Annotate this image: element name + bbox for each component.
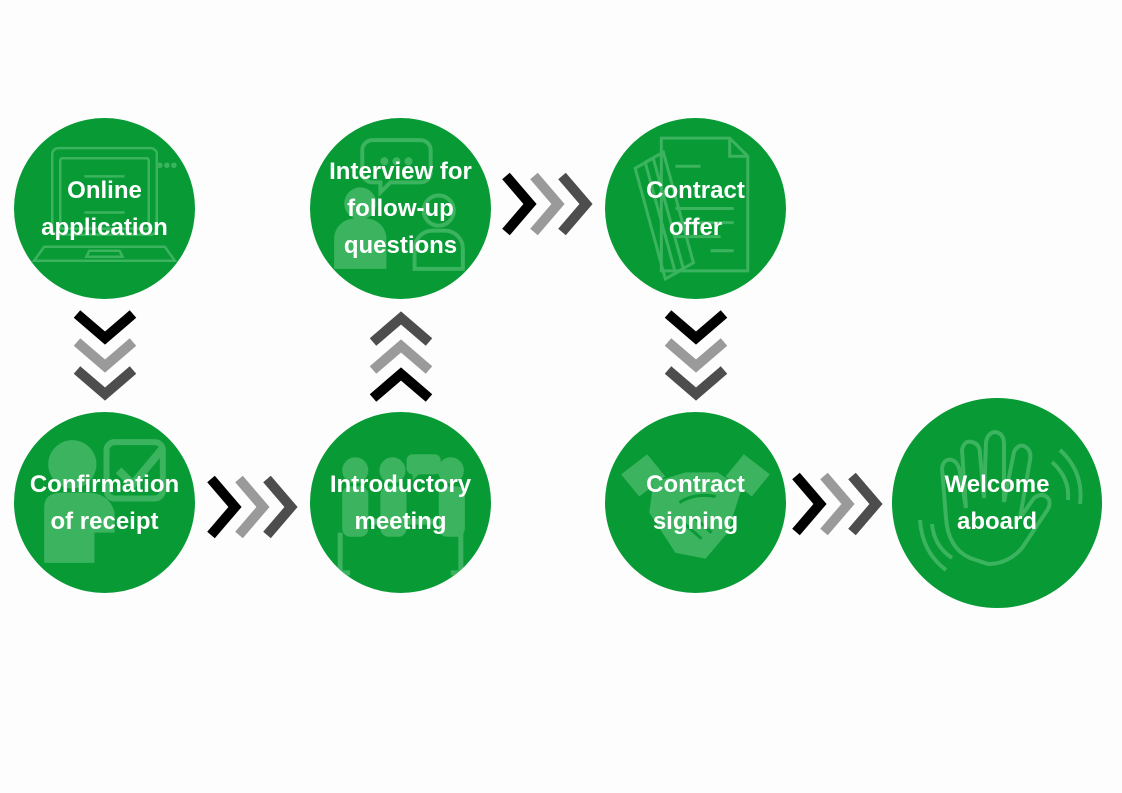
step-label: Contract signing bbox=[646, 470, 745, 535]
step-label: Welcome aboard bbox=[944, 471, 1050, 535]
step-label: Online application bbox=[41, 176, 168, 241]
connector-down-1 bbox=[72, 308, 138, 404]
step-label: Interview for follow-up questions bbox=[329, 158, 472, 259]
step-interview: Interview for follow-up questions bbox=[310, 118, 491, 299]
step-label: Confirmation of receipt bbox=[29, 470, 180, 535]
chevrons-down-icon bbox=[664, 310, 728, 401]
chevrons-down-icon bbox=[73, 310, 137, 401]
laptop-icon bbox=[31, 146, 178, 263]
chevrons-right-icon bbox=[502, 172, 593, 236]
step-contract-offer: Contract offer bbox=[605, 118, 786, 299]
handshake-icon bbox=[621, 454, 770, 559]
chevrons-right-icon bbox=[207, 475, 298, 539]
step-welcome-aboard: Welcome aboard bbox=[892, 398, 1102, 608]
connector-down-2 bbox=[663, 308, 729, 404]
connector-right-1 bbox=[205, 474, 301, 540]
connector-right-2 bbox=[500, 171, 596, 237]
step-online-application: Online application bbox=[14, 118, 195, 299]
step-label: Contract offer bbox=[646, 176, 745, 241]
step-contract-signing: Contract signing bbox=[605, 412, 786, 593]
step-label: Introductory meeting bbox=[329, 470, 472, 535]
connector-up-1 bbox=[368, 308, 434, 404]
meeting-icon bbox=[330, 454, 471, 576]
connector-right-3 bbox=[790, 471, 886, 537]
step-confirmation-of-receipt: Confirmation of receipt bbox=[14, 412, 195, 593]
document-icon bbox=[633, 136, 750, 282]
chat-people-icon bbox=[334, 138, 465, 271]
chevrons-right-icon bbox=[792, 472, 883, 536]
chevrons-up-icon bbox=[369, 311, 433, 402]
waving-hand-icon bbox=[918, 429, 1083, 572]
person-checkmark-icon bbox=[44, 439, 166, 563]
step-introductory-meeting: Introductory meeting bbox=[310, 412, 491, 593]
